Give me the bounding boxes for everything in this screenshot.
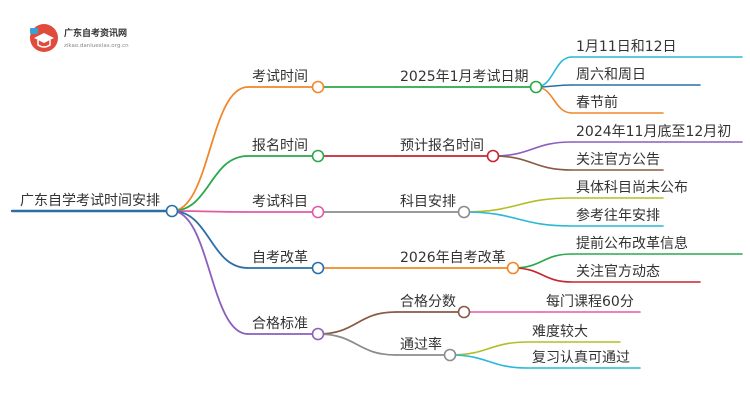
branch-4-label: 自考改革 xyxy=(252,250,308,266)
branch-5-sub-1-node-dot xyxy=(457,305,471,319)
branch-5-sub-2-node-dot xyxy=(443,348,457,362)
branch-2-leaf-2-connector xyxy=(492,155,573,171)
branch-2-sub-node-dot xyxy=(486,149,500,163)
branch-4-sub-label: 2026年自考改革 xyxy=(400,250,506,266)
branch-5-sub-1-leaf-1-label: 每门课程60分 xyxy=(546,294,634,310)
branch-5-sub-2-connector xyxy=(317,333,397,356)
branch-1-leaf-1-label: 1月11日和12日 xyxy=(576,39,677,55)
watermark: 广东自考资讯网 zikao.danluexlas.org.cn xyxy=(30,24,129,52)
branch-4-leaf-1-label: 提前公布改革信息 xyxy=(576,235,688,252)
branch-5-label: 合格标准 xyxy=(252,316,308,332)
branch-3-connector xyxy=(171,210,249,213)
branch-2-node-dot xyxy=(311,149,325,163)
branch-3-leaf-1-connector xyxy=(463,197,573,213)
branch-2-leaf-1-connector xyxy=(492,141,573,157)
branch-3-node-dot xyxy=(311,205,325,219)
branch-5-sub-1-connector xyxy=(317,311,397,335)
watermark-subtitle: zikao.danluexlas.org.cn xyxy=(64,43,129,49)
branch-3-sub-node-dot xyxy=(457,205,471,219)
branch-2-connector xyxy=(171,155,249,212)
branch-4-leaf-2-label: 关注官方动态 xyxy=(576,264,660,280)
root-node-dot xyxy=(165,204,179,218)
branch-2-sub-label: 预计报名时间 xyxy=(400,138,484,154)
branch-3-label: 考试科目 xyxy=(252,194,308,210)
branch-1-sub-label: 2025年1月考试日期 xyxy=(400,69,529,85)
branch-3-leaf-1-label: 具体科目尚未公布 xyxy=(576,180,688,196)
branch-4-leaf-1-connector xyxy=(512,253,573,269)
branch-3-leaf-2-label: 参考往年安排 xyxy=(576,207,660,224)
branch-2-label: 报名时间 xyxy=(252,138,308,154)
branch-4-sub-node-dot xyxy=(506,261,520,275)
branch-1-label: 考试时间 xyxy=(252,69,308,85)
branch-5-node-dot xyxy=(311,327,325,341)
branch-5-connector xyxy=(171,210,249,335)
branch-5-sub-2-leaf-2-label: 复习认真可通过 xyxy=(532,349,630,366)
branch-5-sub-1-label: 合格分数 xyxy=(400,294,456,310)
branch-1-leaf-3-connector xyxy=(535,86,573,114)
branch-5-sub-2-leaf-1-label: 难度较大 xyxy=(532,324,588,340)
branch-4-leaf-2-connector xyxy=(512,267,573,283)
watermark-title: 广东自考资讯网 xyxy=(64,27,127,39)
branch-3-leaf-2-connector xyxy=(463,211,573,227)
branch-1-leaf-3-label: 春节前 xyxy=(576,94,618,111)
branch-1-leaf-2-label: 周六和周日 xyxy=(576,67,646,83)
branch-1-sub-node-dot xyxy=(529,80,543,94)
branch-5-sub-2-leaf-1-connector xyxy=(449,341,529,356)
branch-4-connector xyxy=(171,210,249,269)
branch-5-sub-2-label: 通过率 xyxy=(400,336,442,353)
branch-1-leaf-1-connector xyxy=(535,56,573,88)
branch-1-connector xyxy=(171,86,249,212)
branch-5-sub-2-leaf-2-connector xyxy=(449,354,529,369)
branch-3-sub-label: 科目安排 xyxy=(400,194,456,210)
branch-4-node-dot xyxy=(311,261,325,275)
branch-2-leaf-1-label: 2024年11月底至12月初 xyxy=(576,123,731,140)
branch-2-leaf-2-label: 关注官方公告 xyxy=(576,152,660,168)
branch-1-node-dot xyxy=(311,80,325,94)
root-node-label: 广东自学考试时间安排 xyxy=(20,193,160,209)
